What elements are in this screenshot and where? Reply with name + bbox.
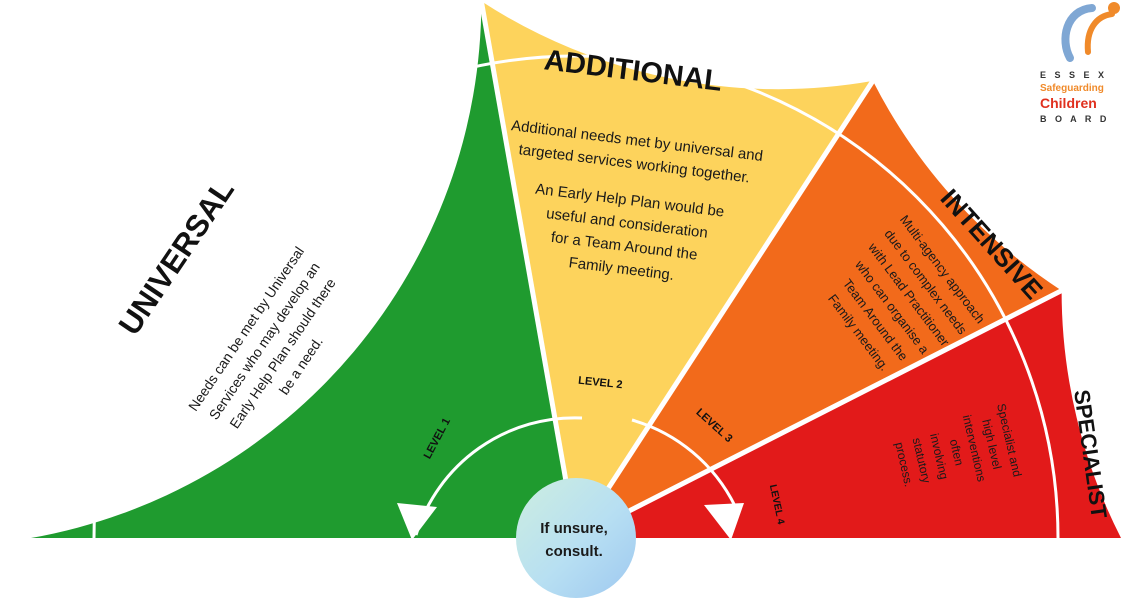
inner-arcs [92, 54, 1060, 539]
logo-line-board: B O A R D [1040, 114, 1110, 124]
logo-line-essex: E S S E X [1040, 70, 1108, 80]
level-arc-right [631, 418, 737, 507]
sector-additional [481, 1, 873, 538]
left-arrowhead-icon [397, 503, 437, 540]
sector-universal [31, 1, 576, 538]
logo-line-safeguarding: Safeguarding [1040, 83, 1104, 94]
sector-intensive [576, 80, 1062, 539]
essex-safeguarding-logo: E S S E X Safeguarding Children B O A R … [1030, 0, 1135, 150]
sector-specialist [576, 290, 1121, 538]
divider-line-2 [573, 75, 878, 540]
inner-title-arc [92, 54, 1060, 539]
universal-line-2: Services who may develop an [206, 259, 323, 422]
center-circle [516, 478, 636, 598]
logo-figures-icon [1061, 2, 1120, 62]
specialist-line-4: often [947, 438, 967, 467]
right-arrowhead-icon [704, 503, 744, 540]
center-line-1: If unsure, [540, 520, 608, 537]
center-line-2: consult. [545, 543, 603, 560]
universal-title: UNIVERSAL [112, 173, 241, 341]
divider-line-1 [478, 0, 579, 539]
divider-line-3 [574, 286, 1068, 541]
sector-dividers [478, 0, 1068, 541]
additional-level-label: LEVEL 2 [578, 375, 623, 392]
logo-line-children: Children [1040, 95, 1097, 111]
